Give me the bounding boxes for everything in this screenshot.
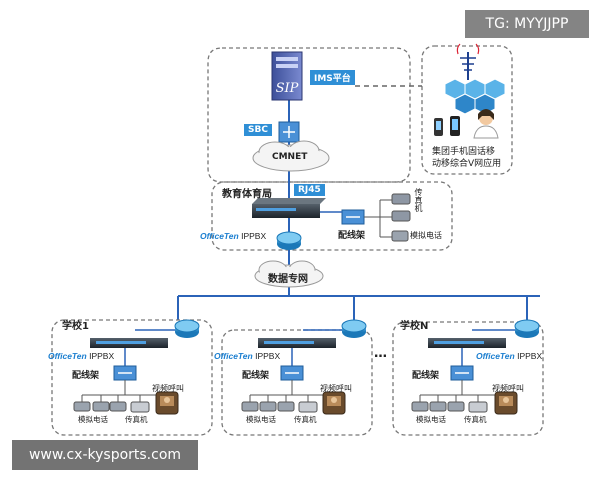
brand-office: OfficeTen [214, 351, 253, 361]
school-2-ippbx-label: OfficeTen IPPBX [214, 351, 280, 361]
watermark-top: TG: MYYJJPP [465, 10, 589, 38]
video-phone-icon [322, 391, 346, 415]
school-n-analog-phone-label: 模拟电话 [416, 415, 446, 424]
analog-phone-icon [73, 401, 91, 412]
video-phone-icon [494, 391, 518, 415]
router-icon [514, 319, 540, 338]
person-on-phone-icon [473, 109, 499, 139]
school-n-patch-panel-label: 配线架 [412, 371, 440, 381]
mobile-phone-icon [434, 116, 460, 136]
cloud-icon [252, 140, 330, 172]
school-2-video-call-label: 视频呼叫 [320, 384, 352, 393]
fax-machine-icon [391, 193, 411, 205]
school-2-patch-panel-label: 配线架 [242, 371, 270, 381]
ippbx-suffix: IPPBX [241, 231, 267, 241]
fax-machine-icon [130, 401, 150, 413]
patch-panel-icon [450, 365, 474, 381]
svg-text:SIP: SIP [276, 81, 299, 96]
school-n-label: 学校N [400, 321, 429, 332]
school-2-zone-outline [221, 329, 373, 436]
edu-ippbx-label: OfficeTen IPPBX [200, 231, 266, 241]
ims-platform-label: IMS平台 [310, 70, 355, 85]
mobile-caption-line2: 动移综合V网应用 [432, 159, 502, 169]
school-1-zone-outline [51, 319, 213, 436]
analog-phone-icon [447, 401, 465, 412]
router-icon [341, 319, 367, 338]
cell-grid-icon [444, 78, 506, 115]
analog-phone-icon [259, 401, 277, 412]
brand-office: OfficeTen [200, 231, 239, 241]
edu-fax-label: 传真机 [414, 188, 423, 212]
edu-patch-panel-label: 配线架 [338, 231, 366, 241]
analog-phone-icon [109, 401, 127, 412]
school-2-analog-phone-label: 模拟电话 [246, 415, 276, 424]
edu-analog-phone-label: 模拟电话 [410, 231, 442, 240]
fax-machine-icon [298, 401, 318, 413]
school-n-devices [411, 319, 540, 415]
patch-panel-icon [280, 365, 304, 381]
school-1-fax-label: 传真机 [125, 415, 148, 424]
analog-phone-icon [241, 401, 259, 412]
router-icon [276, 231, 302, 250]
cloud-icon [254, 260, 324, 288]
analog-phone-icon [429, 401, 447, 412]
school-1-label: 学校1 [62, 321, 89, 332]
ippbx-suffix: IPPBX [517, 351, 543, 361]
video-phone-icon [155, 391, 179, 415]
sip-server-icon: SIP [271, 51, 303, 101]
ippbx-suffix: IPPBX [89, 351, 115, 361]
analog-phone-icon [277, 401, 295, 412]
mobile-caption-line1: 集团手机固话移 [432, 147, 496, 157]
edu-bureau-label: 教育体育局 [222, 189, 272, 200]
data-network-label: 数据专网 [268, 274, 308, 285]
fax-machine-icon [391, 210, 411, 222]
brand-office: OfficeTen [48, 351, 87, 361]
ippbx-switch-icon [428, 338, 506, 348]
analog-phone-icon [391, 230, 409, 242]
school-n-video-call-label: 视频呼叫 [492, 384, 524, 393]
analog-phone-icon [92, 401, 110, 412]
sbc-label: SBC [244, 124, 272, 136]
school-2-fax-label: 传真机 [294, 415, 317, 424]
ippbx-switch-icon [252, 198, 326, 218]
school-1-analog-phone-label: 模拟电话 [78, 415, 108, 424]
school-2-devices [241, 319, 367, 415]
router-icon [174, 319, 200, 338]
analog-phone-icon [411, 401, 429, 412]
cell-tower-icon [456, 43, 480, 80]
school-1-patch-panel-label: 配线架 [72, 371, 100, 381]
patch-panel-icon [341, 209, 365, 225]
ippbx-switch-icon [90, 338, 168, 348]
rj45-label: RJ45 [294, 184, 325, 196]
watermark-bottom: www.cx-kysports.com [12, 440, 198, 470]
school-1-devices [73, 319, 200, 415]
school-1-ippbx-label: OfficeTen IPPBX [48, 351, 114, 361]
ippbx-suffix: IPPBX [255, 351, 281, 361]
mobile-zone-outline [421, 45, 513, 175]
school-n-fax-label: 传真机 [464, 415, 487, 424]
fax-machine-icon [468, 401, 488, 413]
patch-panel-icon [113, 365, 137, 381]
school-1-video-call-label: 视频呼叫 [152, 384, 184, 393]
ellipsis-label: … [374, 346, 387, 361]
edu-zone-outline [211, 181, 453, 251]
school-n-zone-outline [392, 321, 544, 436]
ippbx-switch-icon [258, 338, 336, 348]
cmnet-label: CMNET [272, 152, 308, 162]
brand-office: OfficeTen [476, 351, 515, 361]
school-n-ippbx-label: OfficeTen IPPBX [476, 351, 542, 361]
